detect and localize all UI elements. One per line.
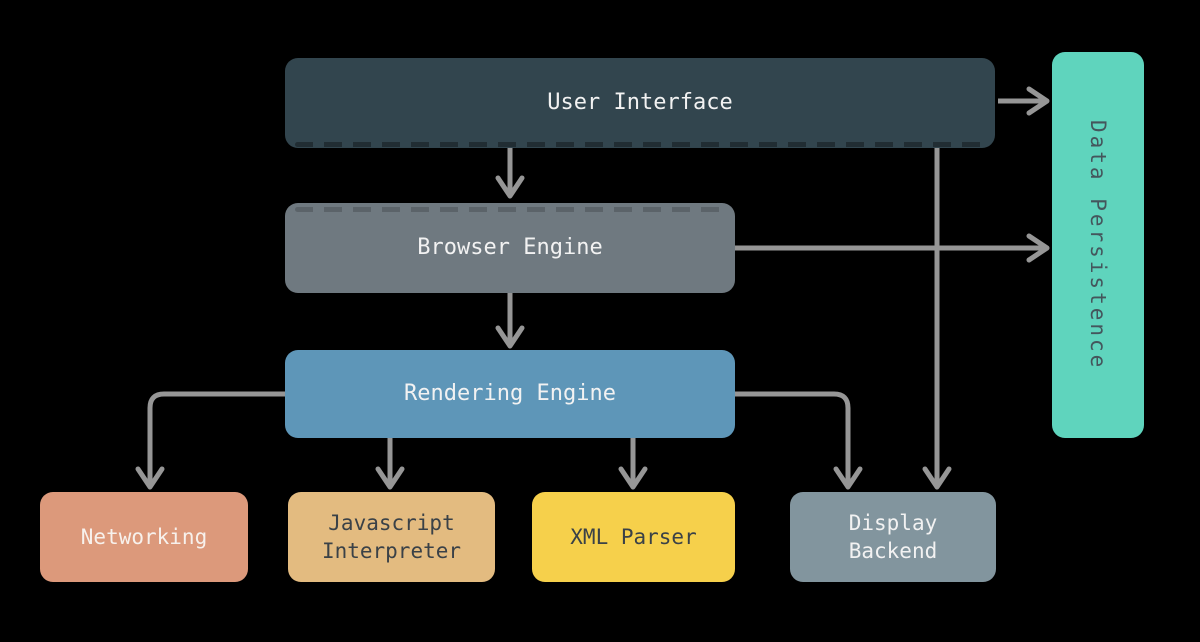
node-user-interface-label: User Interface xyxy=(547,90,733,116)
edge-rendering-engine-to-networking xyxy=(135,391,285,490)
node-javascript-interpreter-label: Javascript Interpreter xyxy=(321,510,462,563)
edge-rendering-engine-to-display-backend xyxy=(735,391,863,490)
node-xml-parser-label: XML Parser xyxy=(570,524,697,549)
node-rendering-engine: Rendering Engine xyxy=(285,350,735,438)
node-xml-parser: XML Parser xyxy=(532,492,735,582)
node-browser-engine: Browser Engine xyxy=(285,203,735,293)
node-browser-engine-label: Browser Engine xyxy=(417,235,603,261)
node-user-interface: User Interface xyxy=(285,58,995,148)
node-javascript-interpreter: Javascript Interpreter xyxy=(288,492,495,582)
node-data-persistence: Data Persistence xyxy=(1052,52,1144,438)
node-networking: Networking xyxy=(40,492,248,582)
node-networking-label: Networking xyxy=(80,524,208,549)
node-display-backend-label: Display Backend xyxy=(848,510,938,563)
node-rendering-engine-label: Rendering Engine xyxy=(404,381,616,407)
node-data-persistence-label: Data Persistence xyxy=(1086,119,1111,371)
node-display-backend: Display Backend xyxy=(790,492,996,582)
